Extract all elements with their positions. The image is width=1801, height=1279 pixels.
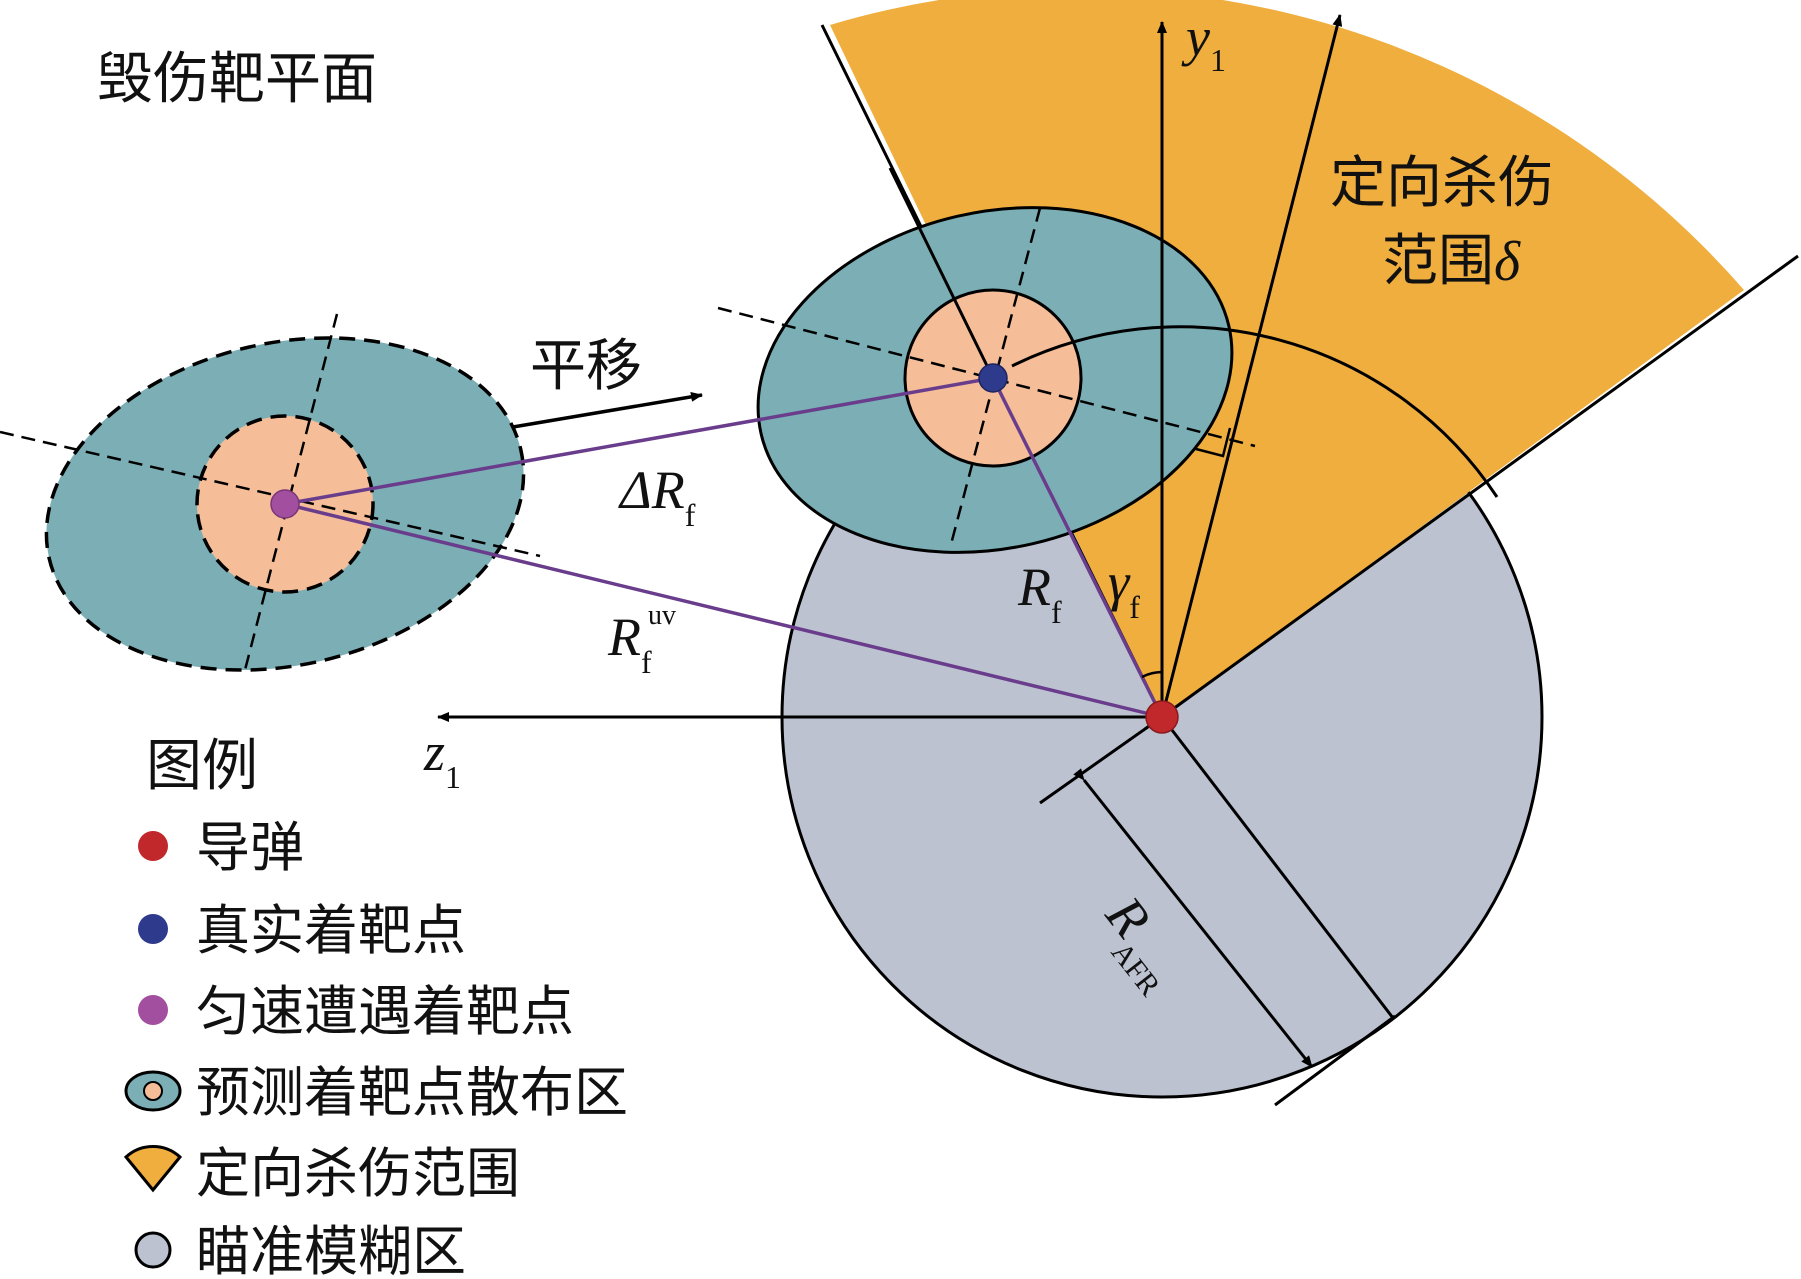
translate-arrow <box>512 391 703 429</box>
legend-item-dispersion: 预测着靶点散布区 <box>196 1061 628 1124</box>
legend-item-uniform-encounter: 匀速遭遇着靶点 <box>196 980 574 1043</box>
legend-item-missile: 导弹 <box>196 816 304 879</box>
true-hit-point <box>978 363 1008 393</box>
legend-item-true-hit: 真实着靶点 <box>196 899 466 962</box>
missile-point <box>1145 700 1179 734</box>
r-uv-superscript: uv <box>648 600 676 631</box>
missile-dot-icon <box>138 831 168 861</box>
dispersion-ellipse-icon <box>124 1070 182 1112</box>
sector-label-line2: 范围δ <box>1382 229 1521 294</box>
rf-line <box>991 377 1164 718</box>
legend-item-kill-sector: 定向杀伤范围 <box>196 1142 520 1205</box>
kill-sector-icon <box>123 1145 183 1193</box>
y1-axis-label: y1 <box>1181 7 1226 78</box>
radius-dimension-arrow <box>1073 768 1314 1068</box>
r-uv-label: Rf <box>607 607 652 680</box>
rf-label: Rf <box>1017 557 1062 630</box>
gamma-angle-arc <box>1141 670 1163 679</box>
z1-axis-label: z1 <box>423 722 461 795</box>
legend-title: 图例 <box>146 734 258 799</box>
legend-item-aim-blur: 瞄准模糊区 <box>196 1220 466 1279</box>
delta-r-label: ΔRf <box>618 460 696 533</box>
radius-base-line <box>1039 715 1163 805</box>
radius-tangent-line <box>1274 1014 1396 1107</box>
sector-boundary-left-inner <box>888 167 995 379</box>
right-angle-marker <box>1195 427 1232 458</box>
r-uv-line <box>284 502 1163 719</box>
kill-sector <box>830 0 1744 717</box>
translate-label: 平移 <box>530 334 642 399</box>
delta-r-line <box>284 376 994 506</box>
uniform-encounter-point <box>270 489 300 519</box>
gamma-label: γf <box>1108 552 1140 625</box>
uniform-encounter-hit-point-icon <box>138 995 168 1025</box>
diagram-title: 毁伤靶平面 <box>97 47 377 112</box>
sector-boundary-right <box>1161 254 1799 719</box>
direction-axis <box>1160 14 1343 718</box>
legend: 图例 导弹 真实着靶点 匀速遭遇着靶点 预测着靶点散布区 定向杀伤范围 瞄准模糊… <box>123 734 628 1279</box>
aim-blur-circle-icon <box>134 1231 172 1269</box>
sector-label-line1: 定向杀伤 <box>1330 151 1554 216</box>
blur-circle-arc <box>1011 325 1499 498</box>
true-hit-point-icon <box>138 914 168 944</box>
